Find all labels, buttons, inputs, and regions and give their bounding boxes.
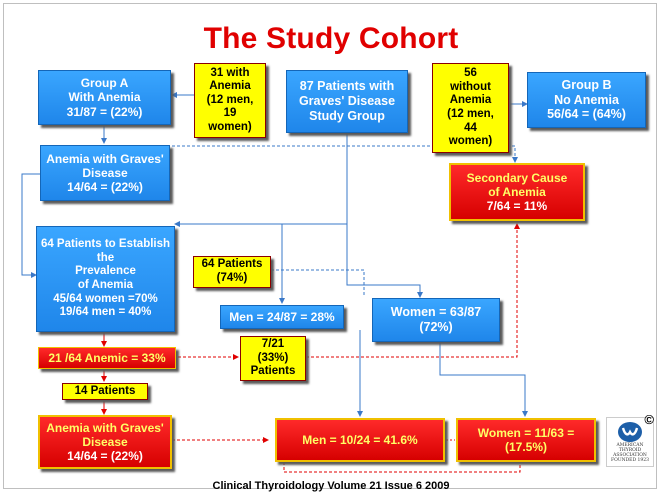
thyroid-logo-icon: [618, 422, 642, 442]
women-total-box: Women = 63/87(72%): [372, 298, 500, 342]
arrow-women-total-down: [439, 342, 528, 417]
footer-citation: Clinical Thyroidology Volume 21 Issue 6 …: [212, 480, 450, 492]
slide-title: The Study Cohort: [203, 22, 459, 55]
arrow-7-21-to-secondary: [306, 223, 520, 358]
slide-frame: [3, 3, 657, 489]
arrow-to-secondary-cause: [172, 145, 518, 163]
anemic-21-box: 21 /64 Anemic = 33%: [38, 347, 176, 369]
men-total-box: Men = 24/87 = 28%: [220, 305, 344, 329]
bracket-men-women-anemic: [283, 462, 521, 473]
copyright-mark: ©: [644, 412, 654, 427]
bracket-anemia-to-prevalence: [21, 173, 40, 278]
arrow-64-patients-dashed: [256, 269, 365, 296]
patients-64-box: 64 Patients(74%): [193, 256, 271, 288]
arrow-study-to-prevalence: [174, 133, 348, 227]
count-7-21-box: 7/21(33%)Patients: [240, 336, 306, 381]
arrow-to-women-total: [346, 224, 423, 298]
men-anemic-box: Men = 10/24 = 41.6%: [275, 418, 445, 462]
women-anemic-box: Women = 11/63 =(17.5%): [456, 418, 596, 462]
patients-14-box: 14 Patients: [62, 383, 148, 400]
